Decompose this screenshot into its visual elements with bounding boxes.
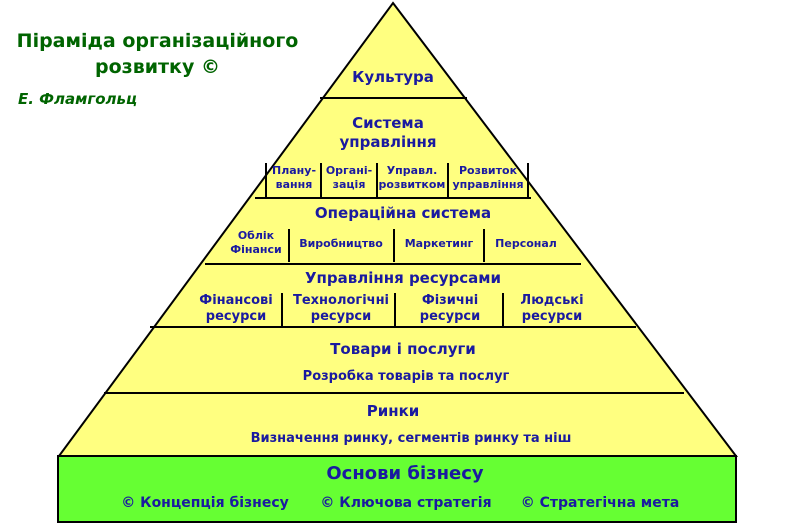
management-item-dev-management: Розвиток управління xyxy=(452,164,524,191)
level-resources: Управління ресурсами xyxy=(304,269,502,287)
base-label: Основи бізнесу xyxy=(326,463,484,484)
management-item-organization: Органі-зація xyxy=(325,164,373,191)
operations-item-accounting: Облік Фінанси xyxy=(230,229,282,256)
management-item-planning: Плану-вання xyxy=(271,164,317,191)
level-culture: Культура xyxy=(352,68,434,86)
author: Е. Фламгольц xyxy=(18,90,138,108)
resources-item-physical: Фізичні ресурси xyxy=(419,293,481,324)
markets-sublabel: Визначення ринку, сегментів ринку та ніш xyxy=(250,431,572,446)
base-item-goal: © Стратегічна мета xyxy=(520,495,680,511)
resources-item-technological: Технологічні ресурси xyxy=(292,293,390,324)
products-sublabel: Розробка товарів та послуг xyxy=(302,369,510,384)
base-box xyxy=(57,455,737,523)
operations-item-production: Виробництво xyxy=(299,237,383,250)
operations-item-personnel: Персонал xyxy=(495,237,557,250)
diagram-title: Піраміда організаційного розвитку © xyxy=(16,30,299,78)
level-products: Товари і послуги xyxy=(330,340,476,358)
management-item-dev-control: Управл. розвитком xyxy=(378,164,446,191)
resources-item-financial: Фінансові ресурси xyxy=(199,293,273,324)
base-item-concept: © Концепція бізнесу xyxy=(121,495,289,511)
level-management: Система управління xyxy=(339,114,437,151)
level-operations: Операційна система xyxy=(314,204,492,222)
level-markets: Ринки xyxy=(366,402,420,420)
operations-item-marketing: Маркетинг xyxy=(404,237,474,250)
resources-item-human: Людські ресурси xyxy=(520,293,584,324)
base-item-strategy: © Ключова стратегія xyxy=(320,495,492,511)
